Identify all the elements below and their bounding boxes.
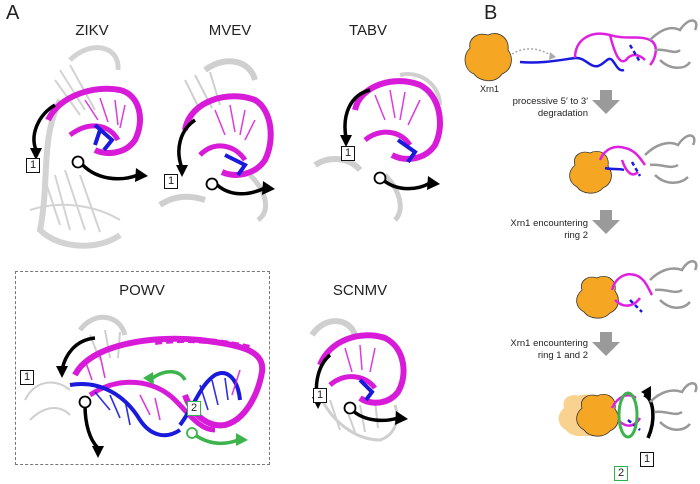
ring2-label-powv: 2: [187, 401, 201, 416]
step1-text: processive 5′ to 3′ degradation: [488, 96, 588, 120]
step3-line2: ring 1 and 2: [537, 350, 588, 361]
ring1-label-tabv: 1: [341, 146, 355, 161]
panel-b-letter: B: [484, 2, 498, 24]
title-scnmv: SCNMV: [332, 282, 388, 299]
ring1-label-scnmv: 1: [313, 388, 327, 403]
step1-line2: degradation: [537, 108, 588, 119]
step2-text: Xrn1 encountering ring 2: [488, 218, 588, 242]
xrn1-label: Xrn1: [480, 84, 500, 94]
ring1-label-zikv: 1: [26, 158, 40, 173]
xrn1-icon: [464, 33, 512, 82]
step3-line1: Xrn1 encountering: [510, 338, 588, 349]
ring2-label-panel-b: 2: [614, 466, 628, 481]
ring1-label-panel-b: 1: [640, 452, 654, 467]
ring1-label-powv: 1: [20, 370, 34, 385]
step2-line1: Xrn1 encountering: [510, 218, 588, 229]
title-powv: POWV: [119, 282, 165, 299]
step3-text: Xrn1 encountering ring 1 and 2: [488, 338, 588, 362]
title-zikv: ZIKV: [75, 22, 109, 39]
title-mvev: MVEV: [208, 22, 252, 39]
title-tabv: TABV: [348, 22, 388, 39]
step1-line1: processive 5′ to 3′: [512, 96, 588, 107]
panel-a-letter: A: [6, 2, 20, 24]
powv-highlight-box: [15, 271, 270, 465]
step2-line2: ring 2: [564, 230, 588, 241]
ring1-label-mvev: 1: [164, 174, 178, 189]
